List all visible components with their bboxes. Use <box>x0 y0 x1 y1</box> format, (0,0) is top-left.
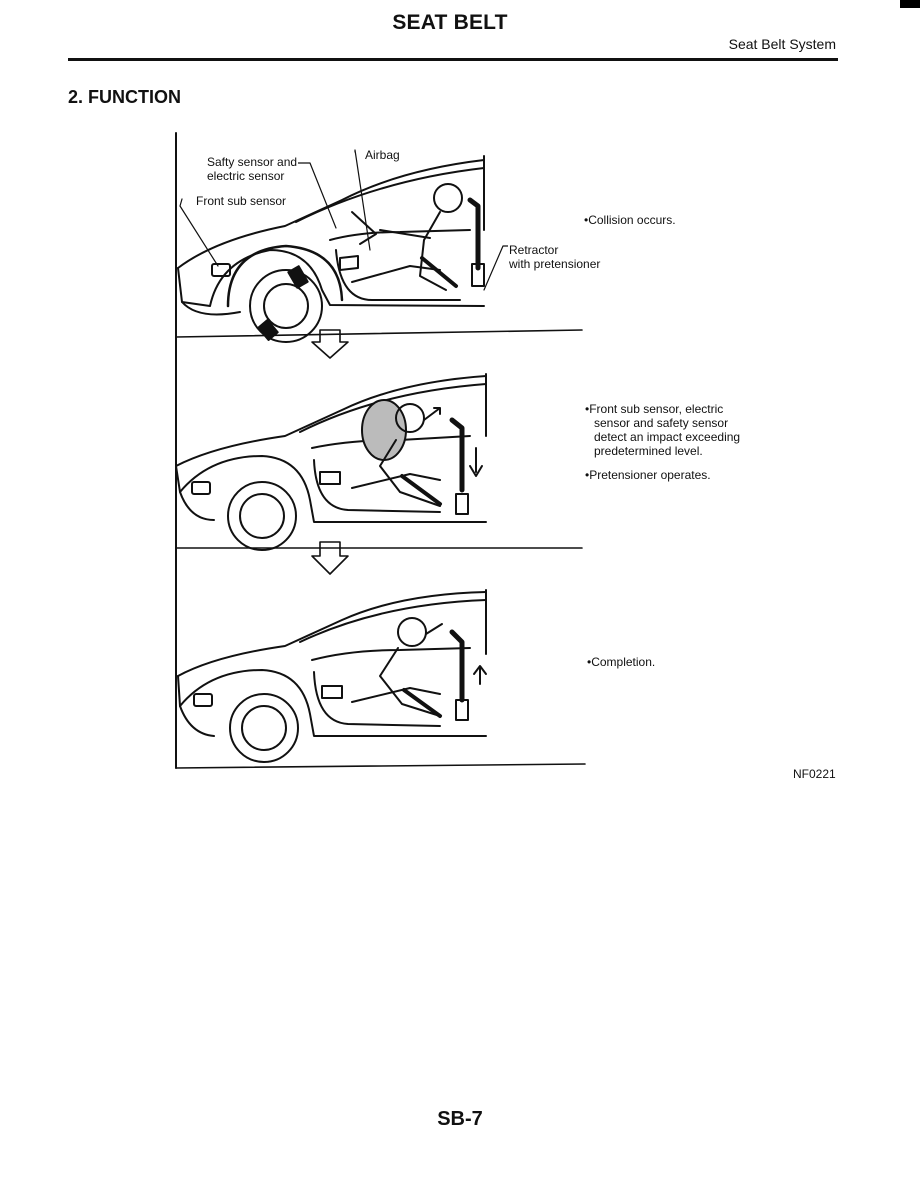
car-diagram-stage-2 <box>176 374 486 550</box>
car-diagram-stage-1 <box>178 156 484 342</box>
callout-retractor-line2: with pretensioner <box>509 257 600 271</box>
callout-airbag: Airbag <box>364 148 401 162</box>
car-diagram-stage-3 <box>178 590 486 762</box>
figure-code: NF0221 <box>793 767 836 781</box>
stage-note: Front sub sensor, electric sensor and sa… <box>585 402 753 458</box>
stage-3-notes: Completion. <box>587 655 757 679</box>
down-arrow-icon <box>312 542 348 574</box>
callout-retractor-line1: Retractor <box>509 243 558 257</box>
callout-safety-sensor: Safty sensor and electric sensor <box>206 155 298 183</box>
callout-front-sub-sensor: Front sub sensor <box>195 194 287 208</box>
page-number: SB-7 <box>0 1108 920 1131</box>
stage-2-notes: Front sub sensor, electric sensor and sa… <box>585 402 753 492</box>
stage-note: Completion. <box>587 655 757 669</box>
callout-safety-sensor-line1: Safty sensor and <box>207 155 297 169</box>
stage-1-notes: Collision occurs. <box>584 213 754 237</box>
callout-retractor: Retractor with pretensioner <box>508 243 601 271</box>
callout-safety-sensor-line2: electric sensor <box>207 169 284 183</box>
stage-note: Pretensioner operates. <box>585 468 753 482</box>
stage-note: Collision occurs. <box>584 213 754 227</box>
